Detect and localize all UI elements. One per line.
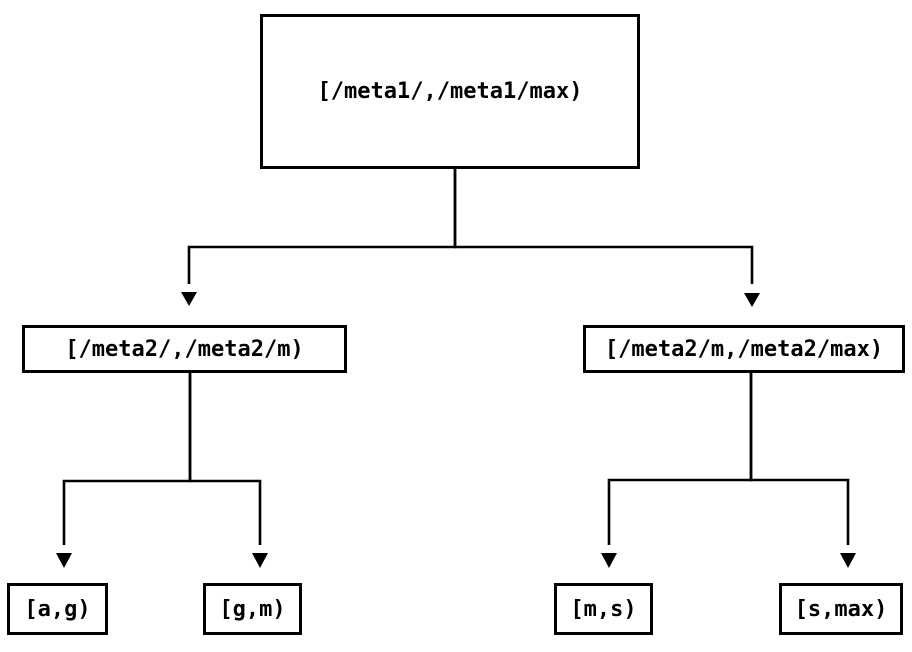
arrowhead-leaf-3: [601, 553, 617, 568]
tree-node-leaf-3: [m,s): [554, 583, 653, 635]
arrowhead-right-child: [744, 293, 760, 307]
edge-right-child-to-leaf-3: [607, 373, 753, 545]
edge-root-to-left-child: [187, 169, 457, 284]
arrowhead-leaf-1: [56, 553, 72, 568]
tree-node-root: [/meta1/,/meta1/max): [260, 14, 640, 169]
tree-node-right-child-label: [/meta2/m,/meta2/max): [604, 336, 884, 362]
arrowhead-left-child: [181, 292, 197, 306]
tree-node-left-child-label: [/meta2/,/meta2/m): [65, 336, 304, 362]
tree-node-leaf-2-label: [g,m): [219, 596, 286, 622]
tree-node-leaf-1-label: [a,g): [24, 596, 91, 622]
arrowhead-leaf-4: [840, 553, 856, 568]
edge-left-child-to-leaf-1: [62, 373, 192, 545]
arrowhead-leaf-2: [252, 553, 268, 568]
tree-node-leaf-1: [a,g): [7, 583, 108, 635]
edge-right-child-to-leaf-4: [749, 373, 850, 545]
tree-node-root-label: [/meta1/,/meta1/max): [317, 79, 583, 104]
edge-root-to-right-child: [453, 169, 754, 284]
tree-node-leaf-4-label: [s,max): [794, 596, 888, 622]
tree-node-left-child: [/meta2/,/meta2/m): [22, 325, 347, 373]
tree-node-leaf-2: [g,m): [203, 583, 302, 635]
tree-node-leaf-4: [s,max): [779, 583, 903, 635]
edge-left-child-to-leaf-2: [188, 373, 262, 545]
tree-node-right-child: [/meta2/m,/meta2/max): [583, 325, 905, 373]
tree-node-leaf-3-label: [m,s): [570, 596, 637, 622]
